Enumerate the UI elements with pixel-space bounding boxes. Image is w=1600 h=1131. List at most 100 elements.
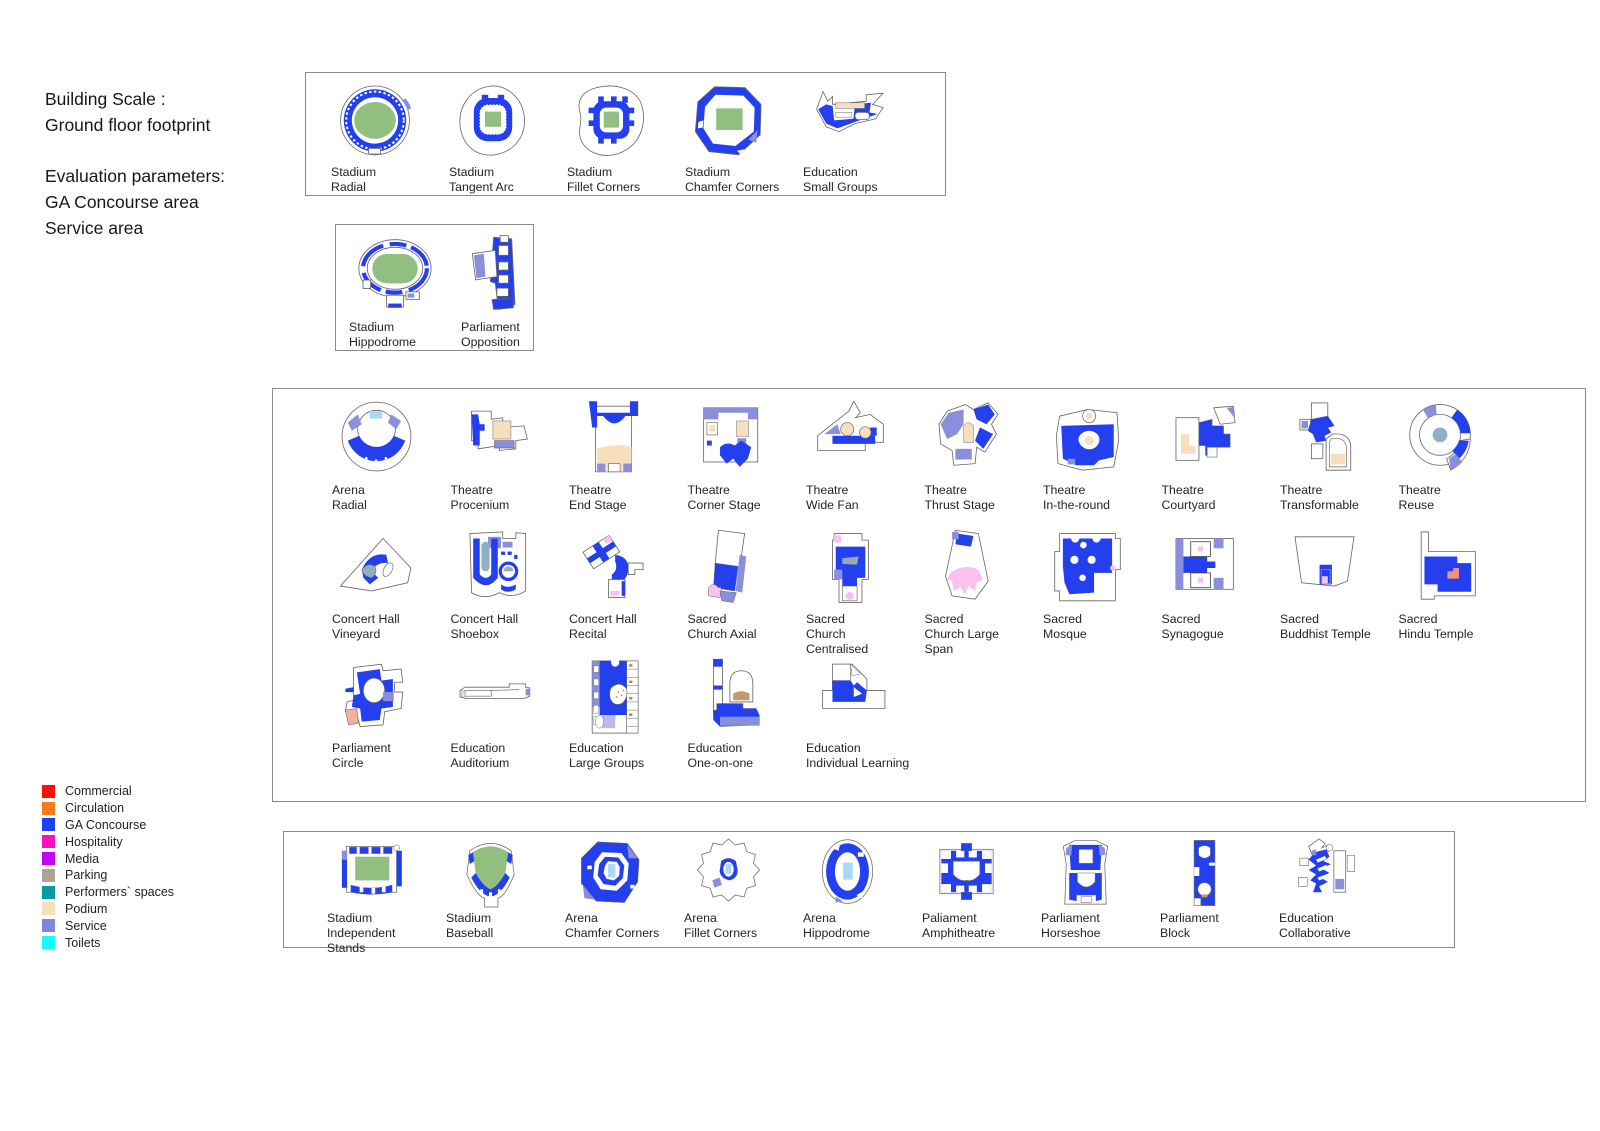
stadium-baseball-plan	[442, 836, 539, 910]
plan-label-line2: Chamfer Corners	[685, 180, 780, 194]
plan-label-line2: Baseball	[446, 926, 494, 940]
plan-label-line1: Sacred	[806, 612, 845, 626]
education-auditorium-plan	[448, 656, 541, 738]
legend-item-media: Media	[42, 850, 174, 867]
plan-label-line2: Large Groups	[569, 756, 645, 770]
sacred-synagogue-plan	[1159, 527, 1252, 609]
plan-label-line2: Courtyard	[1161, 498, 1216, 512]
legend-swatch-media	[42, 852, 55, 866]
legend-swatch-hospitality	[42, 835, 55, 849]
stadium-hippodrome-plan	[339, 233, 451, 317]
legend-swatch-circulation	[42, 801, 55, 815]
plan-label-line2: Auditorium	[450, 756, 510, 770]
plan-label-line1: Education	[450, 741, 506, 755]
plan-label-line2: Horseshoe	[1041, 926, 1101, 940]
legend-label: Hospitality	[65, 834, 123, 849]
plan-label-line1: Theatre	[1398, 483, 1441, 497]
theatre-reuse-plan	[1396, 398, 1489, 480]
plan-label-line2: Fillet Corners	[567, 180, 641, 194]
plan-label-line1: Parliament	[461, 320, 520, 334]
plan-label-line2: Independent Stands	[327, 926, 396, 955]
plan-label-line1: Stadium	[685, 165, 731, 179]
sacred-church-centralised-plan	[804, 527, 897, 609]
theatre-transformable-plan	[1278, 398, 1371, 480]
plan-label-line2: One-on-one	[687, 756, 754, 770]
plan-label-line1: Education	[806, 741, 861, 755]
legend-label: Service	[65, 918, 107, 933]
plan-label-line1: Arena	[684, 911, 717, 925]
plan-label-line1: Sacred	[687, 612, 727, 626]
plan-label-line1: Theatre	[1161, 483, 1204, 497]
plan-label-line1: Sacred	[1280, 612, 1319, 626]
legend-swatch-toilets	[42, 936, 55, 950]
plan-label-line2: Thrust Stage	[924, 498, 995, 512]
legend-item-ga-concourse: GA Concourse	[42, 817, 174, 834]
plan-label-line2: Hippodrome	[349, 335, 416, 349]
plan-label-line2: Church Large Span	[924, 627, 1000, 656]
parliament-block-plan	[1156, 836, 1253, 910]
sacred-church-large-span-plan	[922, 527, 1015, 609]
arena-radial-plan	[330, 398, 423, 480]
stadium-radial-plan	[326, 82, 424, 162]
legend-swatch-commercial	[42, 784, 55, 798]
stadium-independent-stands-plan	[323, 836, 420, 910]
plan-label-line2: Church Axial	[687, 627, 757, 641]
legend-swatch-ga-concourse	[42, 818, 55, 832]
plan-label-line1: Education	[569, 741, 624, 755]
concert-hall-shoebox-plan	[448, 527, 541, 609]
plan-label-line2: End Stage	[569, 498, 627, 512]
plan-label-line2: Synagogue	[1161, 627, 1224, 641]
plan-label-line1: Theatre	[806, 483, 849, 497]
theatre-corner-stage-plan	[685, 398, 778, 480]
sacred-church-axial-plan	[685, 527, 778, 609]
theatre-thrust-stage-plan	[922, 398, 1015, 480]
legend-swatch-service	[42, 919, 55, 933]
plan-label-line2: Mosque	[1043, 627, 1087, 641]
education-one-on-one-plan	[685, 656, 778, 738]
legend-label: Circulation	[65, 801, 125, 816]
sacred-mosque-plan	[1041, 527, 1134, 609]
plan-label-line1: Stadium	[449, 165, 495, 179]
legend-item-service: Service	[42, 917, 174, 934]
legend-item-podium: Podium	[42, 901, 174, 918]
legend-item-performers-spaces: Performers` spaces	[42, 884, 174, 901]
legend-swatch-parking	[42, 868, 55, 882]
plan-label-line1: Theatre	[1280, 483, 1323, 497]
plan-label-line2: Shoebox	[450, 627, 500, 641]
theatre-in-the-round-plan	[1041, 398, 1134, 480]
